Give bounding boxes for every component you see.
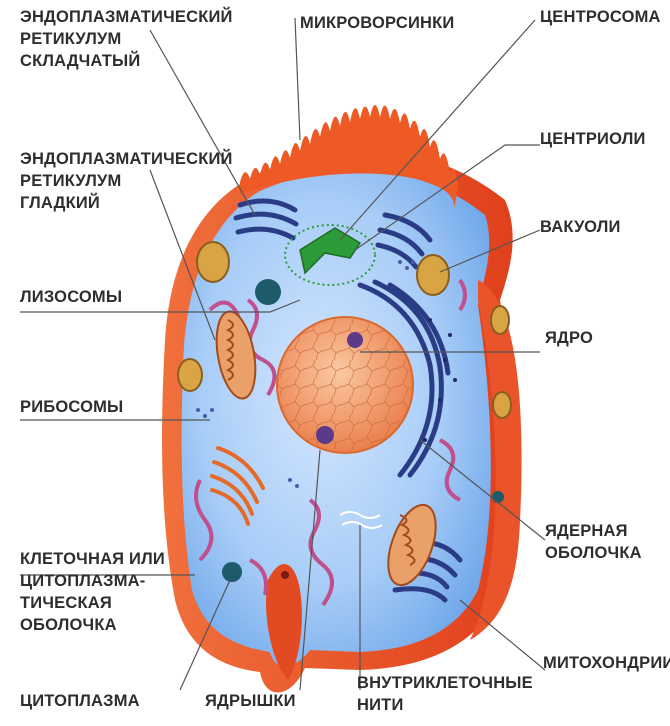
label-nucleoli: ЯДРЫШКИ bbox=[205, 690, 296, 712]
label-er-smooth: ЭНДОПЛАЗМАТИЧЕСКИЙ РЕТИКУЛУМ ГЛАДКИЙ bbox=[20, 148, 233, 214]
nucleus bbox=[277, 317, 413, 453]
label-vacuoles: ВАКУОЛИ bbox=[540, 216, 621, 238]
label-microvilli: МИКРОВОРСИНКИ bbox=[300, 12, 454, 34]
label-filaments: ВНУТРИКЛЕТОЧНЫЕ НИТИ bbox=[357, 672, 533, 716]
label-nuclear-envelope: ЯДЕРНАЯ ОБОЛОЧКА bbox=[545, 520, 642, 564]
label-centrosome: ЦЕНТРОСОМА bbox=[540, 6, 661, 28]
label-nucleus: ЯДРО bbox=[545, 327, 593, 349]
label-ribosomes: РИБОСОМЫ bbox=[20, 396, 123, 418]
label-er-rough: ЭНДОПЛАЗМАТИЧЕСКИЙ РЕТИКУЛУМ СКЛАДЧАТЫЙ bbox=[20, 6, 233, 72]
label-mitochondria: МИТОХОНДРИИ bbox=[543, 652, 670, 674]
label-cytoplasm: ЦИТОПЛАЗМА bbox=[20, 690, 140, 712]
label-lysosomes: ЛИЗОСОМЫ bbox=[20, 286, 122, 308]
label-cell-membrane: КЛЕТОЧНАЯ ИЛИ ЦИТОПЛАЗМА- ТИЧЕСКАЯ ОБОЛО… bbox=[20, 548, 165, 636]
label-centrioles: ЦЕНТРИОЛИ bbox=[540, 128, 646, 150]
